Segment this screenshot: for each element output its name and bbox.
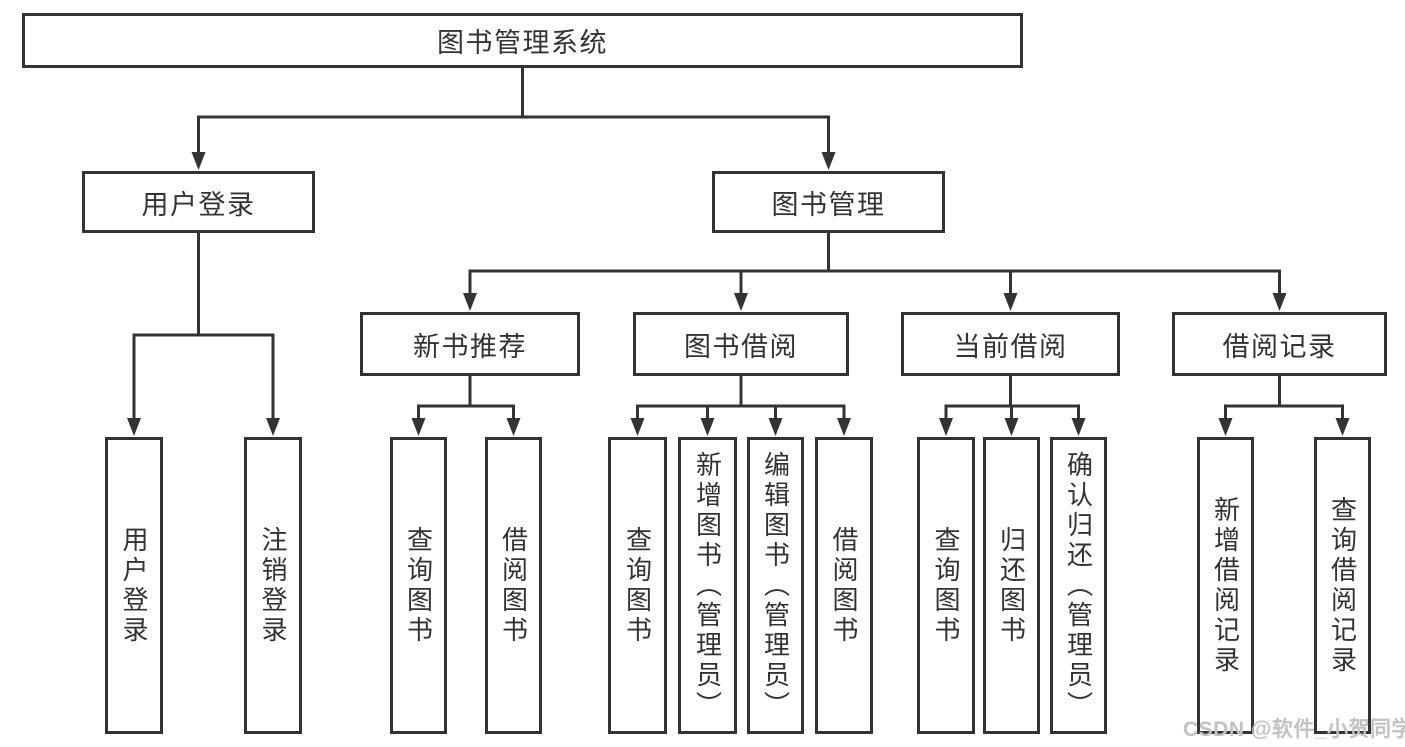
arrow-down-icon [1003,293,1018,311]
leaf-current-return-books: 归还图书 [983,437,1040,734]
arrow-down-icon [411,418,426,436]
leaf-borrowing-add-books-admin-label: 新增图书（管理员） [692,450,723,721]
node-borrowing-records: 借阅记录 [1172,312,1387,376]
arrow-down-icon [821,152,836,170]
node-current-borrowing-label: 当前借阅 [953,331,1068,362]
arrow-down-icon [506,418,521,436]
leaf-borrowing-add-books-admin: 新增图书（管理员） [678,437,737,734]
arrow-down-icon [734,293,748,311]
arrow-down-icon [939,418,953,436]
arrow-down-icon [630,418,645,436]
leaf-borrowing-edit-books-admin: 编辑图书（管理员） [747,437,804,734]
leaf-user-login: 用户登录 [105,437,163,734]
arrow-down-icon [1335,418,1350,436]
leaf-current-query-books: 查询图书 [917,437,975,734]
node-user-login: 用户登录 [82,171,315,233]
csdn-watermark: CSDN @软件_小贺同学 [1183,718,1405,741]
node-borrowing-records-label: 借阅记录 [1222,331,1337,362]
node-user-login-label: 用户登录 [141,189,256,220]
node-book-borrowing: 图书借阅 [633,312,849,376]
arrow-down-icon [1004,418,1019,436]
node-book-management: 图书管理 [712,171,945,233]
leaf-borrowing-query-books-label: 查询图书 [622,525,653,646]
leaf-borrowing-borrow-books-label: 借阅图书 [829,525,859,646]
leaf-current-confirm-return-admin: 确认归还（管理员） [1050,437,1107,734]
arrow-down-icon [1218,418,1233,436]
node-new-book-recommend-label: 新书推荐 [413,331,527,362]
node-root-library-system: 图书管理系统 [22,13,1023,68]
arrow-down-icon [1272,293,1287,311]
leaf-recommend-borrow-books: 借阅图书 [485,437,542,734]
arrow-down-icon [266,418,280,436]
leaf-logout: 注销登录 [244,437,302,734]
connector-root-to-level2 [197,68,830,154]
node-book-borrowing-label: 图书借阅 [684,331,798,362]
arrowhead-icons [127,152,1350,436]
arrow-down-icon [768,418,783,436]
connector-current-borrowing-to-leaves [944,376,1080,422]
leaf-records-add-record-label: 新增借阅记录 [1210,495,1241,676]
leaf-current-confirm-return-admin-label: 确认归还（管理员） [1063,450,1094,721]
leaf-user-login-label: 用户登录 [119,525,149,646]
arrow-down-icon [1071,418,1086,436]
connector-user-login-to-leaves [132,233,275,422]
arrow-down-icon [127,418,141,436]
node-new-book-recommend: 新书推荐 [360,312,580,376]
leaf-recommend-query-books: 查询图书 [390,437,447,734]
arrow-down-icon [191,152,206,170]
leaf-recommend-query-books-label: 查询图书 [403,525,434,646]
arrow-down-icon [700,418,715,436]
arrow-down-icon [463,293,477,311]
leaf-current-query-books-label: 查询图书 [931,525,961,646]
leaf-borrowing-query-books: 查询图书 [608,437,667,734]
leaf-current-return-books-label: 归还图书 [996,525,1027,646]
leaf-records-query-record-label: 查询借阅记录 [1327,495,1358,676]
node-book-management-label: 图书管理 [771,189,886,220]
connector-book-borrowing-to-leaves [636,376,846,422]
leaf-records-add-record: 新增借阅记录 [1197,437,1254,734]
node-current-borrowing: 当前借阅 [901,312,1120,376]
node-root-label: 图书管理系统 [437,28,608,58]
connector-new-book-recommend-to-leaves [417,376,515,422]
leaf-recommend-borrow-books-label: 借阅图书 [498,525,529,646]
connector-borrowing-records-to-leaves [1224,376,1344,422]
leaf-borrowing-edit-books-admin-label: 编辑图书（管理员） [760,450,791,721]
leaf-records-query-record: 查询借阅记录 [1314,437,1371,734]
arrow-down-icon [837,418,851,436]
leaf-borrowing-borrow-books: 借阅图书 [815,437,873,734]
leaf-logout-label: 注销登录 [258,525,288,646]
connector-book-management-to-level3 [468,233,1281,295]
